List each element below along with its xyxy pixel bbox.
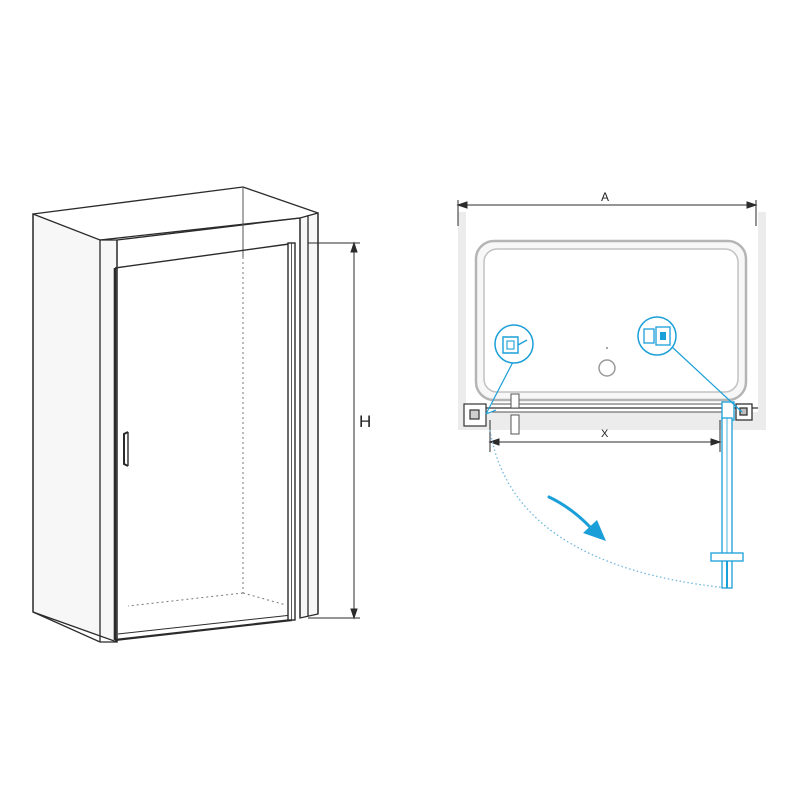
opening-width-dimension (488, 420, 722, 452)
opening-width-label: X (601, 428, 609, 440)
height-label: H (359, 412, 371, 431)
total-width-label: A (601, 190, 609, 204)
height-dimension (308, 241, 360, 620)
bathtub-basin (483, 248, 739, 393)
hidden-edges (127, 257, 287, 607)
door-frame (113, 242, 296, 642)
hinge-detail-icon (637, 316, 743, 413)
top-edges (32, 186, 319, 257)
door-seals (510, 393, 520, 435)
open-door-leaf (710, 417, 744, 589)
right-wall (299, 212, 319, 619)
right-hinge-profile (721, 401, 753, 421)
total-width-dimension (456, 200, 758, 226)
drain-dot (606, 347, 608, 349)
left-wall (32, 213, 118, 643)
perspective-view (32, 186, 360, 643)
plan-view: A X (456, 190, 766, 589)
drain-icon (598, 359, 616, 377)
door-handle (123, 431, 129, 467)
left-wall-profile (463, 403, 497, 427)
wall-bracket-detail-icon (485, 324, 534, 415)
swing-direction-arrow-icon (547, 495, 606, 541)
swing-arc (489, 429, 728, 589)
